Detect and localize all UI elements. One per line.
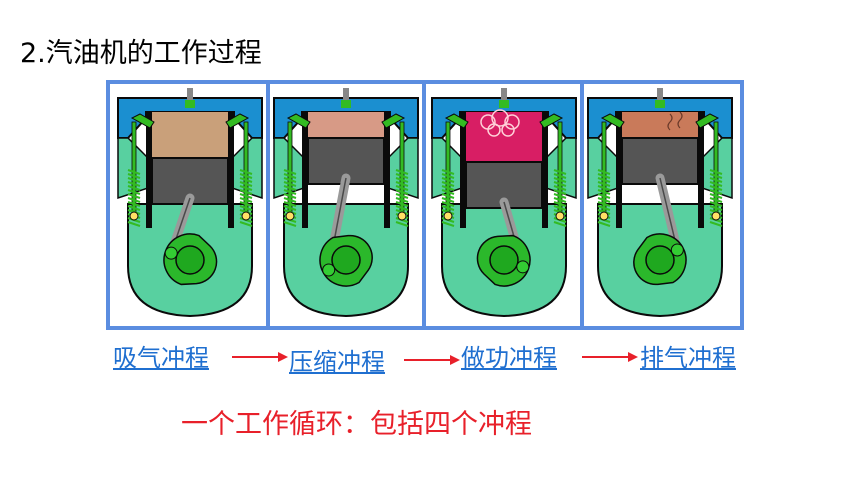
panel-divider xyxy=(580,84,584,326)
panel-divider xyxy=(266,84,270,326)
power-stroke-link[interactable]: 做功冲程 xyxy=(461,344,557,372)
compression-stroke-link[interactable]: 压缩冲程 xyxy=(289,348,385,376)
engine-stroke-diagram xyxy=(106,80,744,330)
cycle-summary: 一个工作循环：包括四个冲程 xyxy=(181,409,532,440)
engine-cylinder-illustration xyxy=(584,88,736,322)
engine-cylinder-illustration xyxy=(428,88,580,322)
exhaust-stroke-link[interactable]: 排气冲程 xyxy=(640,344,736,372)
arrow-right-icon xyxy=(232,352,288,362)
power-stroke-panel xyxy=(428,88,580,322)
panel-divider xyxy=(422,84,426,326)
arrow-right-icon xyxy=(582,352,638,362)
engine-cylinder-illustration xyxy=(270,88,422,322)
arrow-right-icon xyxy=(404,355,460,365)
intake-stroke-panel xyxy=(114,88,266,322)
compression-stroke-panel xyxy=(270,88,422,322)
intake-stroke-link[interactable]: 吸气冲程 xyxy=(113,344,209,372)
slide-title: 2.汽油机的工作过程 xyxy=(20,38,262,69)
engine-cylinder-illustration xyxy=(114,88,266,322)
exhaust-stroke-panel xyxy=(584,88,736,322)
